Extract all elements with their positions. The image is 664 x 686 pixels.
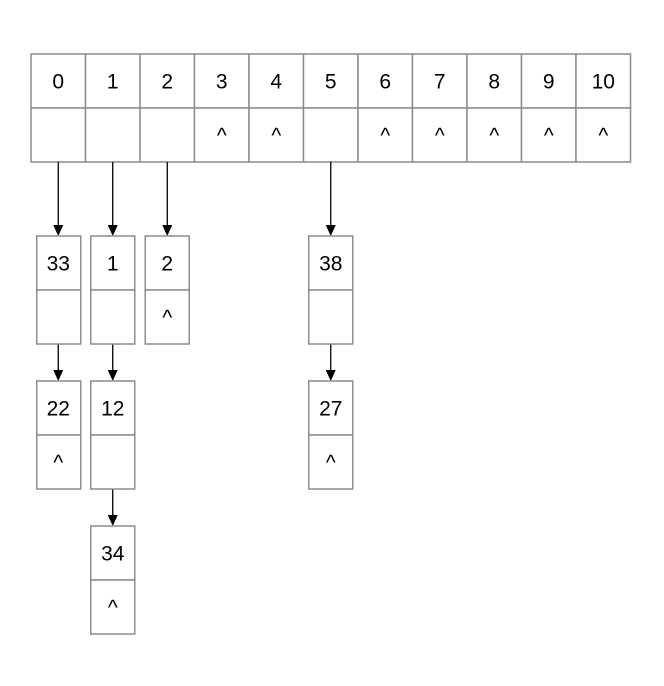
node-next-cell bbox=[308, 434, 354, 490]
slot-cell bbox=[411, 107, 468, 163]
slot-cell bbox=[30, 107, 87, 163]
node-value-cell bbox=[90, 235, 136, 291]
node-next-cell bbox=[90, 434, 136, 490]
node-value: 22 bbox=[47, 398, 70, 421]
node-value: 33 bbox=[47, 253, 70, 276]
slot-cell bbox=[575, 107, 632, 163]
pointer-links bbox=[53, 162, 336, 526]
index-cell bbox=[248, 53, 305, 109]
arrow-node-1 bbox=[107, 344, 118, 381]
table-column-2: 2 bbox=[139, 53, 196, 163]
index-cell bbox=[30, 53, 87, 109]
table-column-9: 9^ bbox=[520, 53, 577, 163]
slot-cell bbox=[248, 107, 305, 163]
node-next-cell bbox=[144, 289, 190, 345]
slot-cell bbox=[466, 107, 523, 163]
node-value: 34 bbox=[101, 543, 125, 566]
arrow-node-38 bbox=[325, 344, 336, 381]
node-next-cell bbox=[90, 579, 136, 635]
slot-cell bbox=[193, 107, 250, 163]
chain-node-2: 2^ bbox=[144, 235, 190, 345]
chain-node-27: 27 ^ bbox=[308, 380, 354, 490]
index-cell bbox=[302, 53, 359, 109]
table-column-0: 0 bbox=[30, 53, 87, 163]
arrow-slot-2 bbox=[162, 162, 173, 236]
slot-pointer-label: ^ bbox=[544, 125, 554, 148]
index-label: 6 bbox=[379, 71, 391, 94]
table-column-6: 6^ bbox=[357, 53, 414, 163]
chain-node-22: 22 ^ bbox=[36, 380, 82, 490]
node-value-cell bbox=[90, 380, 136, 436]
slot-pointer-label: ^ bbox=[217, 125, 227, 148]
table-column-1: 1 bbox=[84, 53, 141, 163]
arrow-slot-1 bbox=[107, 162, 118, 236]
chain-node-38: 38 bbox=[308, 235, 354, 345]
node-next-cell bbox=[36, 289, 82, 345]
table-column-5: 5 bbox=[302, 53, 359, 163]
node-value-cell bbox=[308, 380, 354, 436]
node-value: 38 bbox=[319, 253, 342, 276]
index-label: 0 bbox=[52, 71, 64, 94]
index-label: 8 bbox=[488, 71, 500, 94]
index-label: 2 bbox=[161, 71, 173, 94]
index-label: 9 bbox=[543, 71, 555, 94]
index-label: 1 bbox=[107, 71, 119, 94]
table-column-8: 8^ bbox=[466, 53, 523, 163]
node-value-cell bbox=[90, 525, 136, 581]
slot-cell bbox=[357, 107, 414, 163]
node-next-cell bbox=[90, 289, 136, 345]
index-label: 7 bbox=[434, 71, 446, 94]
arrow-slot-0 bbox=[53, 162, 64, 236]
table-column-3: 3^ bbox=[193, 53, 250, 163]
node-next-pointer: ^ bbox=[162, 307, 172, 330]
chain-node-33: 33 bbox=[36, 235, 82, 345]
node-next-cell bbox=[308, 289, 354, 345]
slot-pointer-label: ^ bbox=[271, 125, 281, 148]
index-label: 3 bbox=[216, 71, 228, 94]
node-next-pointer: ^ bbox=[108, 597, 118, 620]
slot-pointer-label: ^ bbox=[435, 125, 445, 148]
node-next-cell bbox=[36, 434, 82, 490]
arrow-slot-5 bbox=[325, 162, 336, 236]
node-value: 12 bbox=[101, 398, 124, 421]
index-label: 4 bbox=[270, 71, 282, 94]
slot-pointer-label: ^ bbox=[380, 125, 390, 148]
node-value-cell bbox=[36, 380, 82, 436]
node-next-pointer: ^ bbox=[326, 452, 336, 475]
node-value: 1 bbox=[107, 253, 119, 276]
table-column-4: 4^ bbox=[248, 53, 305, 163]
chain-node-1: 1 bbox=[90, 235, 136, 345]
slot-cell bbox=[84, 107, 141, 163]
chain-node-34: 34 ^ bbox=[90, 525, 136, 635]
chain-node-12: 12 bbox=[90, 380, 136, 490]
table-column-10: 10 ^ bbox=[575, 53, 632, 163]
arrow-node-12 bbox=[107, 489, 118, 526]
node-value: 27 bbox=[319, 398, 342, 421]
table-column-7: 7^ bbox=[411, 53, 468, 163]
index-label: 10 bbox=[592, 71, 615, 94]
node-value: 2 bbox=[161, 253, 173, 276]
slot-cell bbox=[139, 107, 196, 163]
index-cell bbox=[84, 53, 141, 109]
slot-cell bbox=[520, 107, 577, 163]
node-next-pointer: ^ bbox=[53, 452, 63, 475]
arrow-node-33 bbox=[53, 344, 64, 381]
index-cell bbox=[575, 53, 632, 109]
slot-pointer-label: ^ bbox=[489, 125, 499, 148]
index-label: 5 bbox=[325, 71, 337, 94]
slot-pointer-label: ^ bbox=[598, 125, 608, 148]
slot-cell bbox=[302, 107, 359, 163]
